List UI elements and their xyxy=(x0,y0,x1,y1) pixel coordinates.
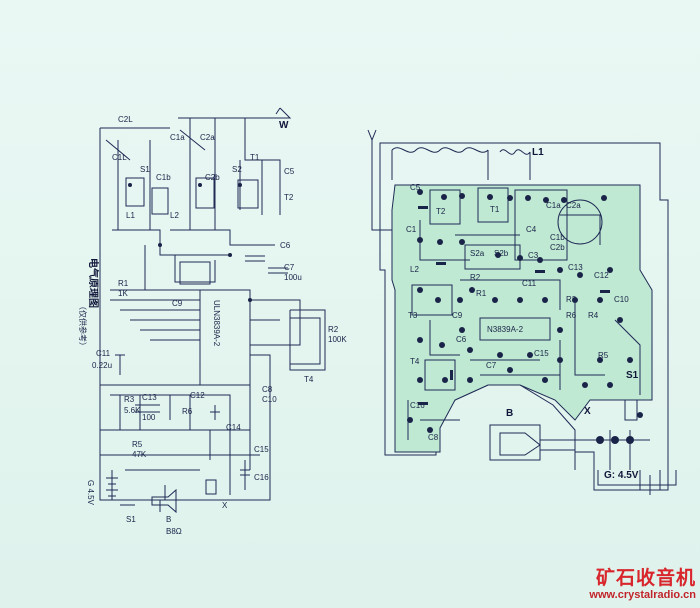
pcb-label-r4: R4 xyxy=(588,311,599,320)
pcb-label-r6: R6 xyxy=(566,311,577,320)
schematic-label-c5: C5 xyxy=(284,167,295,176)
schematic-title: 电气原理图 xyxy=(87,258,100,308)
schematic-label-c2l: C2L xyxy=(118,115,133,124)
schematic-power-label: G 4.5V xyxy=(86,480,95,506)
schematic-label-r2: R2 xyxy=(328,325,339,334)
schematic-label-c15: C15 xyxy=(254,445,269,454)
schematic-label-c1a: C1a xyxy=(170,133,185,142)
pcb-label-l2: L2 xyxy=(410,265,419,274)
pcb-antenna-label: L1 xyxy=(532,147,544,158)
schematic-label-c11-value: 0.22u xyxy=(92,361,112,370)
pcb-label-c15: C15 xyxy=(534,349,549,358)
schematic-label-c13: C13 xyxy=(142,393,157,402)
pcb-label-t1: T1 xyxy=(490,205,500,214)
schematic-label-c2b: C2b xyxy=(205,173,220,182)
schematic-label-c14: C14 xyxy=(226,423,241,432)
pcb-label-s2b: S2b xyxy=(494,249,509,258)
pcb-label-c11: C11 xyxy=(522,279,537,288)
schematic-label-l1: L1 xyxy=(126,211,135,220)
schematic-label-r2-value: 100K xyxy=(328,335,347,344)
pcb-label-c1: C1 xyxy=(406,225,417,234)
pcb-label-c7: C7 xyxy=(486,361,497,370)
schematic-subtitle: （仅供参考） xyxy=(78,302,88,350)
pcb-speaker-label: B xyxy=(506,408,513,419)
pcb-power-label: G: 4.5V xyxy=(604,470,639,481)
pcb-label-r1: R1 xyxy=(476,289,487,298)
schematic-label-c8: C8 xyxy=(262,385,273,394)
pcb-label-c16: C16 xyxy=(410,401,425,410)
pcb-label-c5: C5 xyxy=(410,183,421,192)
pcb-label-r5: R5 xyxy=(598,351,609,360)
pcb-label-c2b: C2b xyxy=(550,243,565,252)
schematic-ic-label: ULN3839A-2 xyxy=(212,300,221,347)
pcb-label-c10: C10 xyxy=(614,295,629,304)
pcb-label-c13: C13 xyxy=(568,263,583,272)
pcb-label-c2a: C2a xyxy=(566,201,581,210)
schematic-label-c12: C12 xyxy=(190,391,205,400)
schematic-label-r5-value: 47K xyxy=(132,450,147,459)
schematic-label-c16: C16 xyxy=(254,473,269,482)
pcb-label-c6: C6 xyxy=(456,335,467,344)
pcb-label-c1a: C1a xyxy=(546,201,561,210)
schematic-label-r5: R5 xyxy=(132,440,143,449)
schematic-label-c11: C11 xyxy=(96,349,111,358)
schematic-label-r1-value: 1K xyxy=(118,289,128,298)
schematic-label-c13-value: 100 xyxy=(142,413,156,422)
pcb-label-x: X xyxy=(584,406,591,417)
schematic-label-c1l: C1L xyxy=(112,153,127,162)
pcb-switch-label: S1 xyxy=(626,370,639,381)
pcb-label-c4: C4 xyxy=(526,225,537,234)
schematic-label-s2: S2 xyxy=(232,165,242,174)
schematic-label-x: X xyxy=(222,501,228,510)
schematic-label-l2: L2 xyxy=(170,211,179,220)
schematic-label-t4: T4 xyxy=(304,375,314,384)
pcb-ic-label: N3839A-2 xyxy=(487,325,524,334)
schematic-label-c9: C9 xyxy=(172,299,183,308)
pcb-label-t2: T2 xyxy=(436,207,446,216)
schematic-label-r3: R3 xyxy=(124,395,135,404)
schematic-label-c1b: C1b xyxy=(156,173,171,182)
pcb-label-r2: R2 xyxy=(470,273,481,282)
pcb-label-t4: T4 xyxy=(410,357,420,366)
schematic-label-s1: S1 xyxy=(140,165,150,174)
schematic-label-t2: T2 xyxy=(284,193,294,202)
pcb-label-c8: C8 xyxy=(428,433,439,442)
pcb-label-s2a: S2a xyxy=(470,249,485,258)
schematic-antenna-label: W xyxy=(279,120,289,131)
schematic-label-b-impedance: B8Ω xyxy=(166,527,182,536)
schematic-label-r6: R6 xyxy=(182,407,193,416)
schematic-label-c10: C10 xyxy=(262,395,277,404)
pcb-label-c1b: C1b xyxy=(550,233,565,242)
pcb-label-r3: R3 xyxy=(566,295,577,304)
watermark-url: www.crystalradio.cn xyxy=(589,589,696,601)
schematic-label-t1: T1 xyxy=(250,153,260,162)
schematic-label-b: B xyxy=(166,515,171,524)
schematic-label-r1: R1 xyxy=(118,279,129,288)
schematic-label-c7-value: 100u xyxy=(284,273,302,282)
schematic-label-c7: C7 xyxy=(284,263,295,272)
schematic-label-r3-value: 5.6K xyxy=(124,406,141,415)
watermark-title: 矿石收音机 xyxy=(595,567,696,589)
schematic-label-c2a: C2a xyxy=(200,133,215,142)
pcb-label-c3: C3 xyxy=(528,251,539,260)
pcb-label-t3: T3 xyxy=(408,311,418,320)
schematic-label-c6: C6 xyxy=(280,241,291,250)
schematic-label-s1-switch: S1 xyxy=(126,515,136,524)
pcb-label-c12: C12 xyxy=(594,271,609,280)
pcb-label-c9: C9 xyxy=(452,311,463,320)
